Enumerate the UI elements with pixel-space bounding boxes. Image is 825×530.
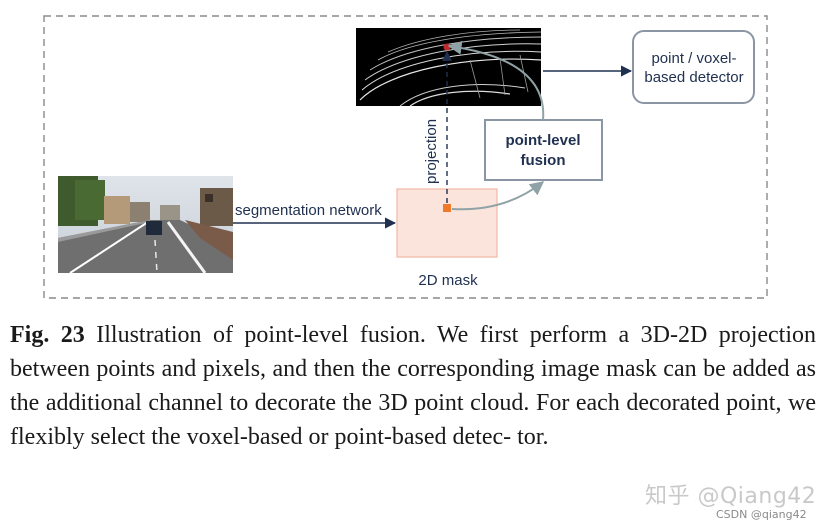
segmentation-label: segmentation network	[235, 202, 382, 219]
fusion-box	[484, 119, 603, 181]
mask-pixel-marker	[443, 204, 451, 212]
figure-label: Fig. 23	[10, 322, 85, 348]
detector-label-line1: point / voxel-	[651, 50, 736, 67]
detector-label-line2: based detector	[644, 69, 743, 86]
projection-label: projection	[423, 119, 440, 184]
dashed-frame	[43, 15, 768, 299]
point-cloud-image	[356, 28, 542, 107]
point-level-fusion-diagram: point / voxel- based detector point-leve…	[43, 15, 768, 299]
fusion-label-line2: fusion	[521, 152, 566, 169]
camera-image	[58, 176, 233, 274]
fusion-to-point-curve	[447, 40, 545, 121]
figure-caption: Fig. 23 Illustration of point-level fusi…	[10, 318, 816, 454]
watermark: 知乎 @Qiang42	[645, 484, 817, 509]
fusion-label-line1: point-level	[505, 132, 580, 149]
mask-to-fusion-curve	[451, 181, 545, 211]
mask-label: 2D mask	[418, 272, 478, 289]
detector-box	[632, 30, 755, 104]
caption-text: Illustration of point-level fusion. We f…	[10, 322, 817, 450]
watermark-sub: CSDN @qiang42	[716, 508, 807, 521]
